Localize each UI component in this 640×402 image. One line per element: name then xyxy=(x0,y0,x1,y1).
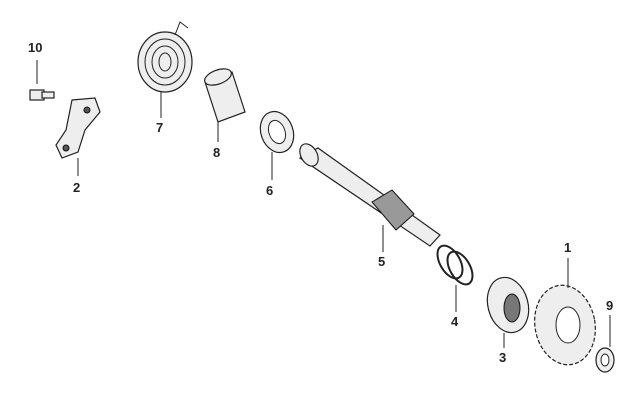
part-10-bolt xyxy=(29,60,55,101)
label-part-5: 5 xyxy=(378,254,386,269)
label-part-7: 7 xyxy=(156,120,164,135)
part-4-spring xyxy=(436,244,474,312)
label-part-6: 6 xyxy=(266,183,274,198)
part-8-collar xyxy=(204,68,246,142)
part-7-spring xyxy=(137,21,193,118)
part-2-plate xyxy=(55,97,101,176)
label-part-4: 4 xyxy=(451,314,459,329)
label-part-8: 8 xyxy=(213,145,221,160)
part-3-ratchet xyxy=(486,276,530,348)
part-1-gear xyxy=(534,258,596,366)
part-9-washer xyxy=(595,315,615,373)
label-part-2: 2 xyxy=(73,180,81,195)
part-6-seal xyxy=(259,110,295,180)
label-part-1: 1 xyxy=(564,240,572,255)
label-part-9: 9 xyxy=(606,298,614,313)
label-part-3: 3 xyxy=(499,350,507,365)
label-part-10: 10 xyxy=(28,40,43,55)
part-5-shaft xyxy=(298,143,441,252)
